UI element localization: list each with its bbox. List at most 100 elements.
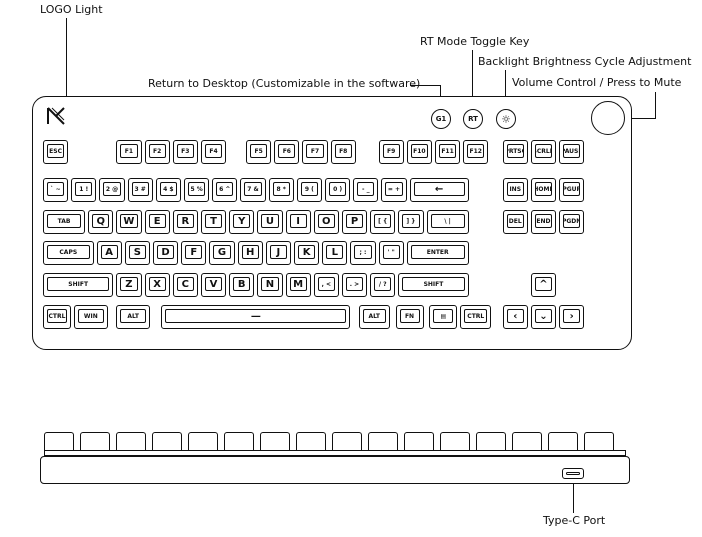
key-f9[interactable]: F9 <box>378 140 404 164</box>
key-sym-1-13[interactable]: ← <box>409 178 469 202</box>
key-ins[interactable]: INS <box>502 178 528 202</box>
key-9[interactable]: 9 ( <box>296 178 322 202</box>
key-label: SCRLK <box>534 144 553 158</box>
key-x[interactable]: X <box>144 273 170 297</box>
key-g[interactable]: G <box>209 241 235 265</box>
key-home[interactable]: HOME <box>530 178 557 202</box>
key-8[interactable]: 8 * <box>268 178 294 202</box>
key-w[interactable]: W <box>116 210 142 234</box>
key-r[interactable]: R <box>172 210 198 234</box>
key-z[interactable]: Z <box>116 273 142 297</box>
key-label: 0 ) <box>329 182 347 196</box>
key-ctrl[interactable]: CTRL <box>43 305 72 329</box>
key-f6[interactable]: F6 <box>274 140 300 164</box>
key-sym-2-13[interactable]: \ | <box>426 210 469 234</box>
key-sym-5-8[interactable]: ‹ <box>502 305 528 329</box>
key-s[interactable]: S <box>124 241 150 265</box>
key-prtsc[interactable]: PRTSC <box>502 140 528 164</box>
key-u[interactable]: U <box>257 210 283 234</box>
key-label: ` ~ <box>47 182 65 196</box>
key-f12[interactable]: F12 <box>463 140 489 164</box>
key-l[interactable]: L <box>322 241 348 265</box>
key-f8[interactable]: F8 <box>330 140 356 164</box>
key-end[interactable]: END <box>530 210 557 234</box>
key-scrlk[interactable]: SCRLK <box>530 140 557 164</box>
key-f5[interactable]: F5 <box>246 140 272 164</box>
key-ctrl[interactable]: CTRL <box>460 305 492 329</box>
key-sym-4-8[interactable]: , < <box>313 273 339 297</box>
key-win[interactable]: WIN <box>74 305 108 329</box>
key-del[interactable]: DEL <box>502 210 528 234</box>
key-sym-3-10[interactable]: ; : <box>350 241 376 265</box>
key-f7[interactable]: F7 <box>302 140 328 164</box>
key-f10[interactable]: F10 <box>406 140 432 164</box>
key-tab[interactable]: TAB <box>43 210 86 234</box>
volume-knob[interactable] <box>591 101 625 135</box>
key-sym-4-12[interactable]: ^ <box>530 273 557 297</box>
key-p[interactable]: P <box>341 210 368 234</box>
key-f3[interactable]: F3 <box>172 140 198 164</box>
key-alt[interactable]: ALT <box>358 305 390 329</box>
key-f[interactable]: F <box>181 241 207 265</box>
key-sym-4-9[interactable]: . > <box>341 273 368 297</box>
key-f4[interactable]: F4 <box>200 140 227 164</box>
key-sym-5-6[interactable]: ▤ <box>429 305 458 329</box>
key-pgup[interactable]: PGUP <box>559 178 585 202</box>
key-f1[interactable]: F1 <box>116 140 142 164</box>
key-sym-1-11[interactable]: - _ <box>353 178 379 202</box>
key-o[interactable]: O <box>313 210 339 234</box>
side-keycap <box>296 432 326 450</box>
key-j[interactable]: J <box>265 241 291 265</box>
key-caps[interactable]: CAPS <box>43 241 94 265</box>
key-b[interactable]: B <box>229 273 255 297</box>
key-f11[interactable]: F11 <box>434 140 461 164</box>
key-esc[interactable]: ESC <box>43 140 69 164</box>
key-5[interactable]: 5 % <box>184 178 210 202</box>
key-1[interactable]: 1 ! <box>71 178 97 202</box>
key-m[interactable]: M <box>285 273 311 297</box>
key-label: — <box>165 309 347 323</box>
key-3[interactable]: 3 # <box>127 178 153 202</box>
key-label: 9 ( <box>300 182 318 196</box>
key-pgdn[interactable]: PGDN <box>559 210 585 234</box>
key-i[interactable]: I <box>285 210 311 234</box>
key-2[interactable]: 2 @ <box>99 178 125 202</box>
key-k[interactable]: K <box>293 241 320 265</box>
key-label: F <box>185 245 203 259</box>
key-sym-5-3[interactable]: — <box>161 305 351 329</box>
key-sym-1-0[interactable]: ` ~ <box>43 178 69 202</box>
key-n[interactable]: N <box>257 273 283 297</box>
key-pause[interactable]: PAUSE <box>559 140 585 164</box>
key-label: / ? <box>374 277 392 291</box>
key-y[interactable]: Y <box>229 210 255 234</box>
key-label: F3 <box>176 144 194 158</box>
key-v[interactable]: V <box>200 273 227 297</box>
key-e[interactable]: E <box>144 210 170 234</box>
key-fn[interactable]: FN <box>395 305 424 329</box>
rt-key[interactable]: RT <box>463 109 483 129</box>
key-t[interactable]: T <box>200 210 227 234</box>
key-f2[interactable]: F2 <box>144 140 170 164</box>
key-sym-5-9[interactable]: ⌄ <box>530 305 557 329</box>
key-shift[interactable]: SHIFT <box>43 273 114 297</box>
key-sym-3-11[interactable]: ' " <box>378 241 404 265</box>
key-sym-2-11[interactable]: [ { <box>370 210 396 234</box>
key-enter[interactable]: ENTER <box>406 241 469 265</box>
key-alt[interactable]: ALT <box>116 305 150 329</box>
key-sym-5-10[interactable]: › <box>559 305 585 329</box>
key-0[interactable]: 0 ) <box>325 178 351 202</box>
key-7[interactable]: 7 & <box>240 178 266 202</box>
key-6[interactable]: 6 ^ <box>212 178 238 202</box>
key-q[interactable]: Q <box>88 210 114 234</box>
key-d[interactable]: D <box>152 241 179 265</box>
backlight-key[interactable]: ☼ <box>496 109 516 129</box>
key-sym-1-12[interactable]: = + <box>381 178 407 202</box>
key-sym-2-12[interactable]: ] } <box>398 210 424 234</box>
key-shift[interactable]: SHIFT <box>398 273 469 297</box>
g1-key[interactable]: G1 <box>431 109 451 129</box>
key-sym-4-10[interactable]: / ? <box>370 273 396 297</box>
key-h[interactable]: H <box>237 241 263 265</box>
key-4[interactable]: 4 $ <box>155 178 181 202</box>
key-a[interactable]: A <box>96 241 122 265</box>
key-c[interactable]: C <box>172 273 198 297</box>
